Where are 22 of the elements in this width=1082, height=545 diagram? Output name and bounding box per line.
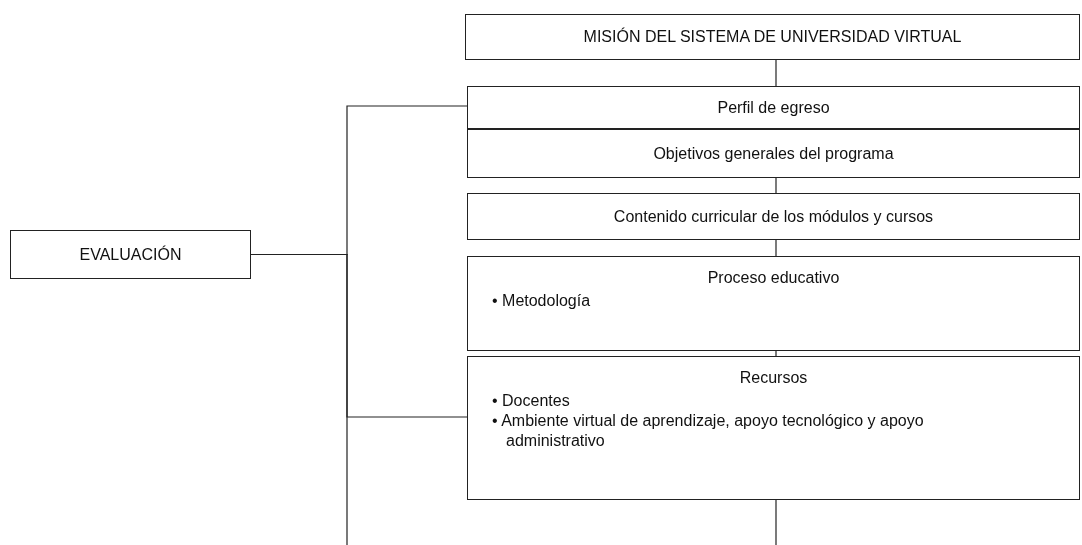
box-heading: Contenido curricular de los módulos y cursos [613,207,934,226]
box-heading: Recursos [738,369,809,387]
text-box [467,256,1080,351]
box-heading: MISIÓN DEL SISTEMA DE UNIVERSIDAD VIRTUAL [583,28,962,46]
connector-line [775,499,777,545]
box-heading: Objetivos generales del programa [653,144,894,163]
connector-line [775,350,777,357]
connector-line [775,239,777,257]
text-box [467,356,1080,500]
text-box [467,86,1080,129]
box-heading: Perfil de egreso [717,98,830,117]
connector-line [775,59,777,87]
text-box [465,14,1080,60]
text-box [10,230,251,279]
bullet-item: • Metodología [492,291,592,311]
connector-line [775,177,777,194]
box-heading: EVALUACIÓN [79,245,182,264]
bullet-item: • Docentes [492,391,571,411]
text-box [467,129,1080,178]
text-box [467,193,1080,240]
box-heading: Proceso educativo [706,269,841,287]
bullet-item: • Ambiente virtual de aprendizaje, apoyo tecnológico y apoyo administrativo [492,411,925,451]
